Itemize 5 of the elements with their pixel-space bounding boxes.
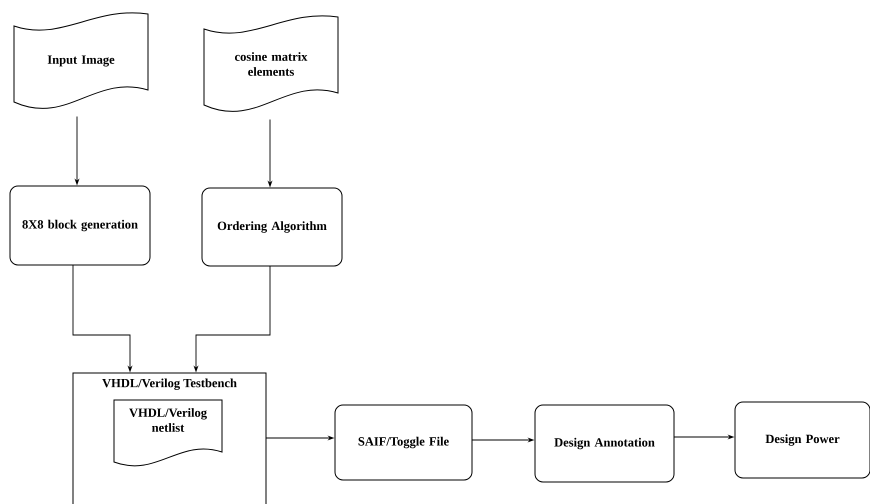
process-box: Design Power <box>734 402 870 478</box>
process-box: 8X8 block generation <box>10 186 150 266</box>
process-box: Design Annotation <box>534 404 674 482</box>
process-box: Ordering Algorithm <box>202 188 342 266</box>
process-box: SAIF/Toggle File <box>334 404 472 480</box>
